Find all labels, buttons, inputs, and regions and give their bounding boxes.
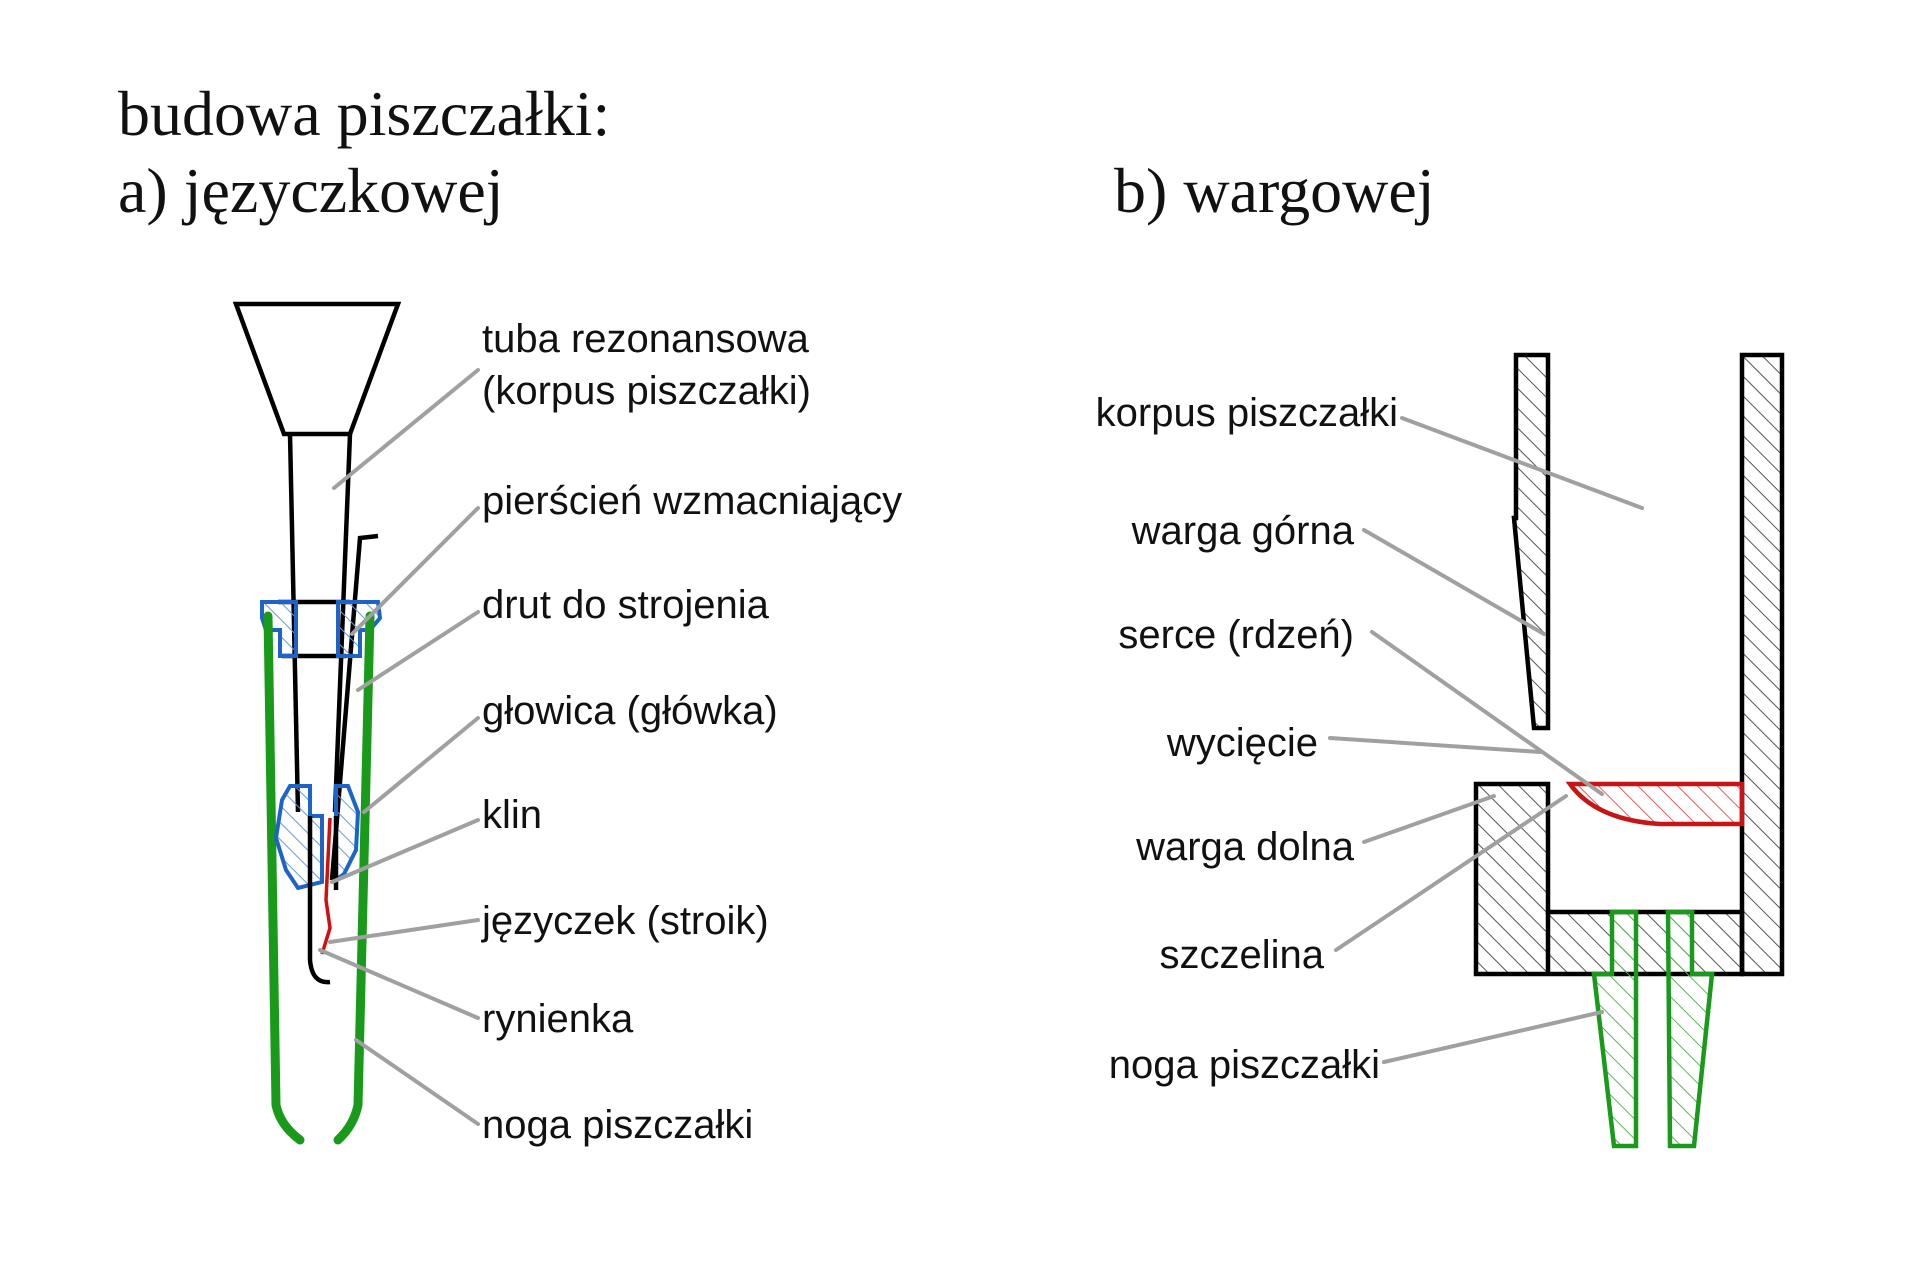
reed-block-right [334,784,361,884]
label-drut-do-strojenia: drut do strojenia [482,583,770,627]
flue-foot-right [1665,909,1715,1149]
reed-pipe-labels: tuba rezonansowa (korpus piszczałki) pie… [481,317,902,1147]
reed-block-left [273,784,324,891]
diagram-title: budowa piszczałki: [118,78,610,149]
reed-pipe-drawing [232,301,402,1145]
languid [1565,781,1745,827]
label-wyciecie: wycięcie [1166,721,1318,765]
label-jezyczek: języczek (stroik) [481,899,769,943]
label-szczelina: szczelina [1159,933,1324,977]
label-noga-piszczalki-a: noga piszczałki [482,1103,753,1147]
flue-pipe-labels: korpus piszczałki warga górna serce (rdz… [1096,391,1398,1087]
subtitle-reed-pipe: a) języczkowej [118,155,504,226]
flue-pipe-drawing [1473,352,1785,1149]
reed-foot-right [333,611,375,1145]
upper-lip [1511,352,1551,731]
label-serce-rdzen: serce (rdzeń) [1118,613,1354,657]
label-korpus-piszczalki-paren: (korpus piszczałki) [482,369,811,413]
resonator-funnel [232,301,402,437]
reed-tongue [320,817,332,955]
reed-pipe-leaders [318,368,480,1126]
label-noga-piszczalki-b: noga piszczałki [1109,1043,1380,1087]
label-tuba-rezonansowa: tuba rezonansowa [482,317,810,361]
flue-pipe-leaders [1328,416,1644,1064]
reed-foot [263,611,305,1145]
label-rynienka: rynienka [482,997,634,1041]
shallot [307,816,331,985]
label-korpus-piszczalki: korpus piszczałki [1096,391,1398,435]
label-warga-dolna: warga dolna [1135,825,1355,869]
label-warga-gorna: warga górna [1131,509,1355,553]
body-right-wall [1739,352,1785,977]
label-klin: klin [482,793,542,837]
tuning-wire [329,533,379,881]
label-glowica: głowica (główka) [482,689,778,733]
subtitle-flue-pipe: b) wargowej [1114,155,1435,226]
flue-foot-left [1591,909,1639,1149]
label-pierscien-wzmacniajacy: pierścień wzmacniający [482,479,902,523]
